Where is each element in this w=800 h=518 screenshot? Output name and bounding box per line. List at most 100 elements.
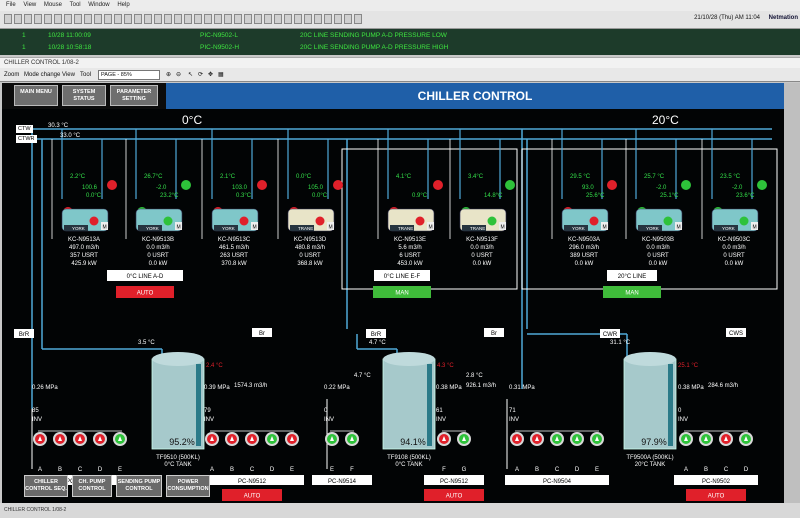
zoom-menu[interactable]: Zoom [4, 72, 20, 78]
toolbar-button[interactable] [24, 14, 32, 24]
pump-mode-button[interactable] [222, 489, 282, 501]
ch-pump-control-button[interactable]: CH. PUMP CONTROL [72, 475, 112, 497]
motor-status-icon[interactable] [663, 216, 673, 226]
motor-status-icon[interactable] [163, 216, 173, 226]
toolbar-button[interactable] [324, 14, 332, 24]
toolbar-button[interactable] [94, 14, 102, 24]
toolbar-button[interactable] [124, 14, 132, 24]
toolbar-button[interactable] [354, 14, 362, 24]
zoom-out-icon[interactable]: ⊖ [176, 72, 182, 78]
valve-icon[interactable] [757, 180, 767, 190]
chiller-usrt: 0 USRT [723, 253, 745, 259]
menu-help[interactable]: Help [117, 2, 130, 8]
toolbar-button[interactable] [164, 14, 172, 24]
toolbar-button[interactable] [264, 14, 272, 24]
scrollbar[interactable] [784, 83, 800, 503]
page-zoom-select[interactable]: PAGE - 85% [98, 70, 160, 80]
toolbar-button[interactable] [214, 14, 222, 24]
toolbar-button[interactable] [114, 14, 122, 24]
toolbar-button[interactable] [244, 14, 252, 24]
alarm-row[interactable]: 1 10/28 10:58:18 PIC-N9502-H 20C LINE SE… [0, 42, 800, 54]
chiller-control-seq-button[interactable]: CHILLER CONTROL SEQ. [24, 475, 68, 497]
pump-mode-button[interactable] [424, 489, 484, 501]
valve-icon[interactable] [333, 180, 343, 190]
valve-icon[interactable] [257, 180, 267, 190]
tool-menu[interactable]: Tool [80, 72, 92, 78]
valve-icon[interactable] [181, 180, 191, 190]
menu-mouse[interactable]: Mouse [43, 2, 62, 8]
toolbar-button[interactable] [284, 14, 292, 24]
toolbar-button[interactable] [154, 14, 162, 24]
toolbar-button[interactable] [74, 14, 82, 24]
toolbar-button[interactable] [294, 14, 302, 24]
line-mode-button[interactable] [373, 286, 431, 298]
storage-tank-icon[interactable] [623, 358, 677, 450]
sending-pump-control-button[interactable]: SENDING PUMP CONTROL [116, 475, 162, 497]
toolbar-button[interactable] [224, 14, 232, 24]
toolbar-button[interactable] [104, 14, 112, 24]
motor-status-icon[interactable] [415, 216, 425, 226]
grid-icon[interactable]: ▦ [218, 72, 224, 78]
toolbar-button[interactable] [34, 14, 42, 24]
pump-line-tag: Br [259, 331, 265, 337]
toolbar-button[interactable] [274, 14, 282, 24]
storage-tank-icon[interactable] [382, 358, 436, 450]
valve-icon[interactable] [107, 180, 117, 190]
toolbar-button[interactable] [304, 14, 312, 24]
refresh-icon[interactable]: ⟳ [198, 72, 204, 78]
motor-status-icon[interactable] [315, 216, 325, 226]
valve-icon[interactable] [607, 180, 617, 190]
toolbar-button[interactable] [54, 14, 62, 24]
motor-status-icon[interactable] [739, 216, 749, 226]
menu-file[interactable]: File [6, 2, 16, 8]
hand-icon[interactable]: ✥ [208, 72, 214, 78]
menu-tool[interactable]: Tool [69, 2, 81, 8]
mode-change-menu[interactable]: Mode change [24, 72, 61, 78]
valve-icon[interactable] [681, 180, 691, 190]
motor-status-icon[interactable] [239, 216, 249, 226]
line-mode-button[interactable] [116, 286, 174, 298]
menu-view[interactable]: View [23, 2, 37, 8]
toolbar-button[interactable] [44, 14, 52, 24]
toolbar-button[interactable] [4, 14, 12, 24]
menu-window[interactable]: Window [88, 2, 110, 8]
toolbar-button[interactable] [134, 14, 142, 24]
toolbar-button[interactable] [334, 14, 342, 24]
valve-icon[interactable] [433, 180, 443, 190]
valve-icon[interactable] [505, 180, 515, 190]
toolbar-button[interactable] [204, 14, 212, 24]
line-mode-button[interactable] [603, 286, 661, 298]
toolbar-button[interactable] [184, 14, 192, 24]
pointer-icon[interactable]: ↖ [188, 72, 194, 78]
motor-status-icon[interactable] [589, 216, 599, 226]
toolbar-button[interactable] [344, 14, 352, 24]
main-menu-button[interactable]: MAIN MENU [14, 85, 58, 106]
toolbar-button[interactable] [144, 14, 152, 24]
toolbar-button[interactable] [84, 14, 92, 24]
motor-status-icon[interactable] [89, 216, 99, 226]
power-consumption-button[interactable]: POWER CONSUMPTION [166, 475, 210, 497]
system-status-button[interactable]: SYSTEM STATUS [62, 85, 106, 106]
alarm-row[interactable]: 1 10/28 11:00:09 PIC-N9502-L 20C LINE SE… [0, 30, 800, 42]
motor-status-icon[interactable] [487, 216, 497, 226]
toolbar-button[interactable] [64, 14, 72, 24]
toolbar-button[interactable] [194, 14, 202, 24]
toolbar-button[interactable] [254, 14, 262, 24]
parameter-setting-button[interactable]: PARAMETER SETTING [110, 85, 158, 106]
pump-mode-button[interactable] [686, 489, 746, 501]
toolbar-button[interactable] [174, 14, 182, 24]
toolbar-button[interactable] [234, 14, 242, 24]
toolbar-button[interactable] [14, 14, 22, 24]
view-menu[interactable]: View [62, 72, 75, 78]
toolbar-button[interactable] [314, 14, 322, 24]
zoom-in-icon[interactable]: ⊕ [166, 72, 172, 78]
